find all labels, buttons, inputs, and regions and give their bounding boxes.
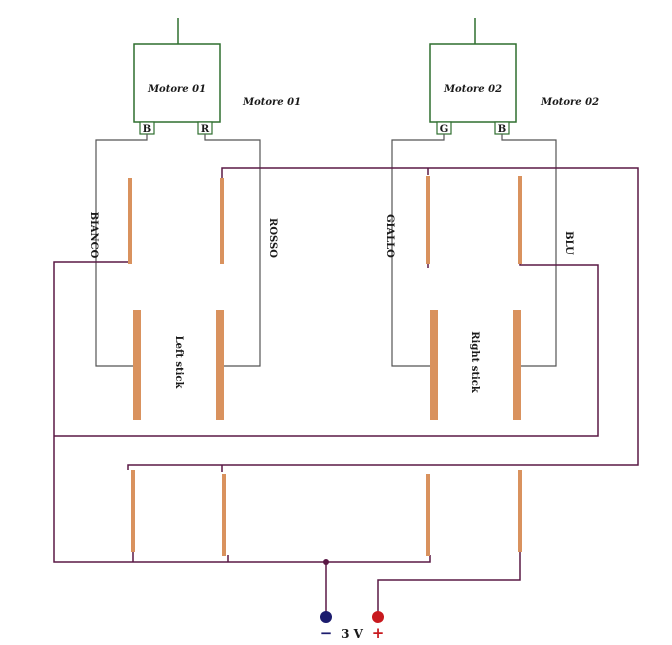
motor-01-side-label: Motore 01: [242, 97, 301, 108]
positive-lead: [377, 470, 521, 614]
motor-02-pin-g-label: G: [440, 124, 449, 135]
motor-02-box-label: Motore 02: [443, 84, 502, 95]
motor-01: Motore 01 B R: [133, 18, 221, 135]
wire-giallo: [391, 134, 445, 367]
negative-bus: [53, 261, 431, 563]
positive-terminal: [372, 611, 384, 623]
stick-contact-1: [133, 310, 141, 420]
stick-contact-4: [513, 310, 521, 420]
wire-bianco: [95, 134, 148, 367]
motor-02-pin-b-label: B: [498, 124, 506, 135]
voltage-label: 3 V: [341, 627, 364, 641]
wire-label-rosso: ROSSO: [267, 218, 278, 258]
motor-lead-wires: [95, 134, 557, 367]
motor-02-body: [429, 43, 517, 123]
stick-contact-3: [430, 310, 438, 420]
motor-02: Motore 02 G B: [429, 18, 517, 135]
contact-top-1: [128, 178, 132, 264]
negative-terminal: [320, 611, 332, 623]
wire-label-blu: BLU: [563, 231, 574, 255]
contact-top-4: [518, 176, 522, 264]
battery: − 3 V +: [320, 611, 385, 642]
contacts-top-row: [128, 176, 522, 264]
motor-02-side-label: Motore 02: [540, 97, 599, 108]
motor-01-box-label: Motore 01: [147, 84, 206, 95]
motor-01-body: [133, 43, 221, 123]
wire-label-bianco: BIANCO: [88, 212, 99, 259]
wire-rosso: [204, 134, 261, 367]
motor-01-pin-b-label: B: [143, 124, 151, 135]
motor-01-pin-r-label: R: [201, 124, 210, 135]
contact-bottom-1: [131, 470, 135, 552]
contact-bottom-3: [426, 474, 430, 556]
left-stick-label: Left stick: [173, 336, 184, 390]
wire-blu: [501, 134, 557, 367]
stick-contacts: [133, 310, 521, 420]
power-wiring: [53, 167, 639, 614]
upper-loop: [127, 167, 639, 470]
contact-top-2: [220, 178, 224, 264]
negative-sign: −: [320, 624, 333, 642]
right-stick-label: Right stick: [469, 331, 480, 394]
stick-contact-2: [216, 310, 224, 420]
wire-label-giallo: GIALLO: [384, 214, 395, 258]
positive-sign: +: [372, 624, 385, 642]
negative-junction: [323, 559, 329, 565]
contact-bottom-4: [518, 470, 522, 552]
contacts-bottom-row: [131, 470, 522, 556]
contact-top-3: [426, 176, 430, 264]
contact-bottom-2: [222, 474, 226, 556]
